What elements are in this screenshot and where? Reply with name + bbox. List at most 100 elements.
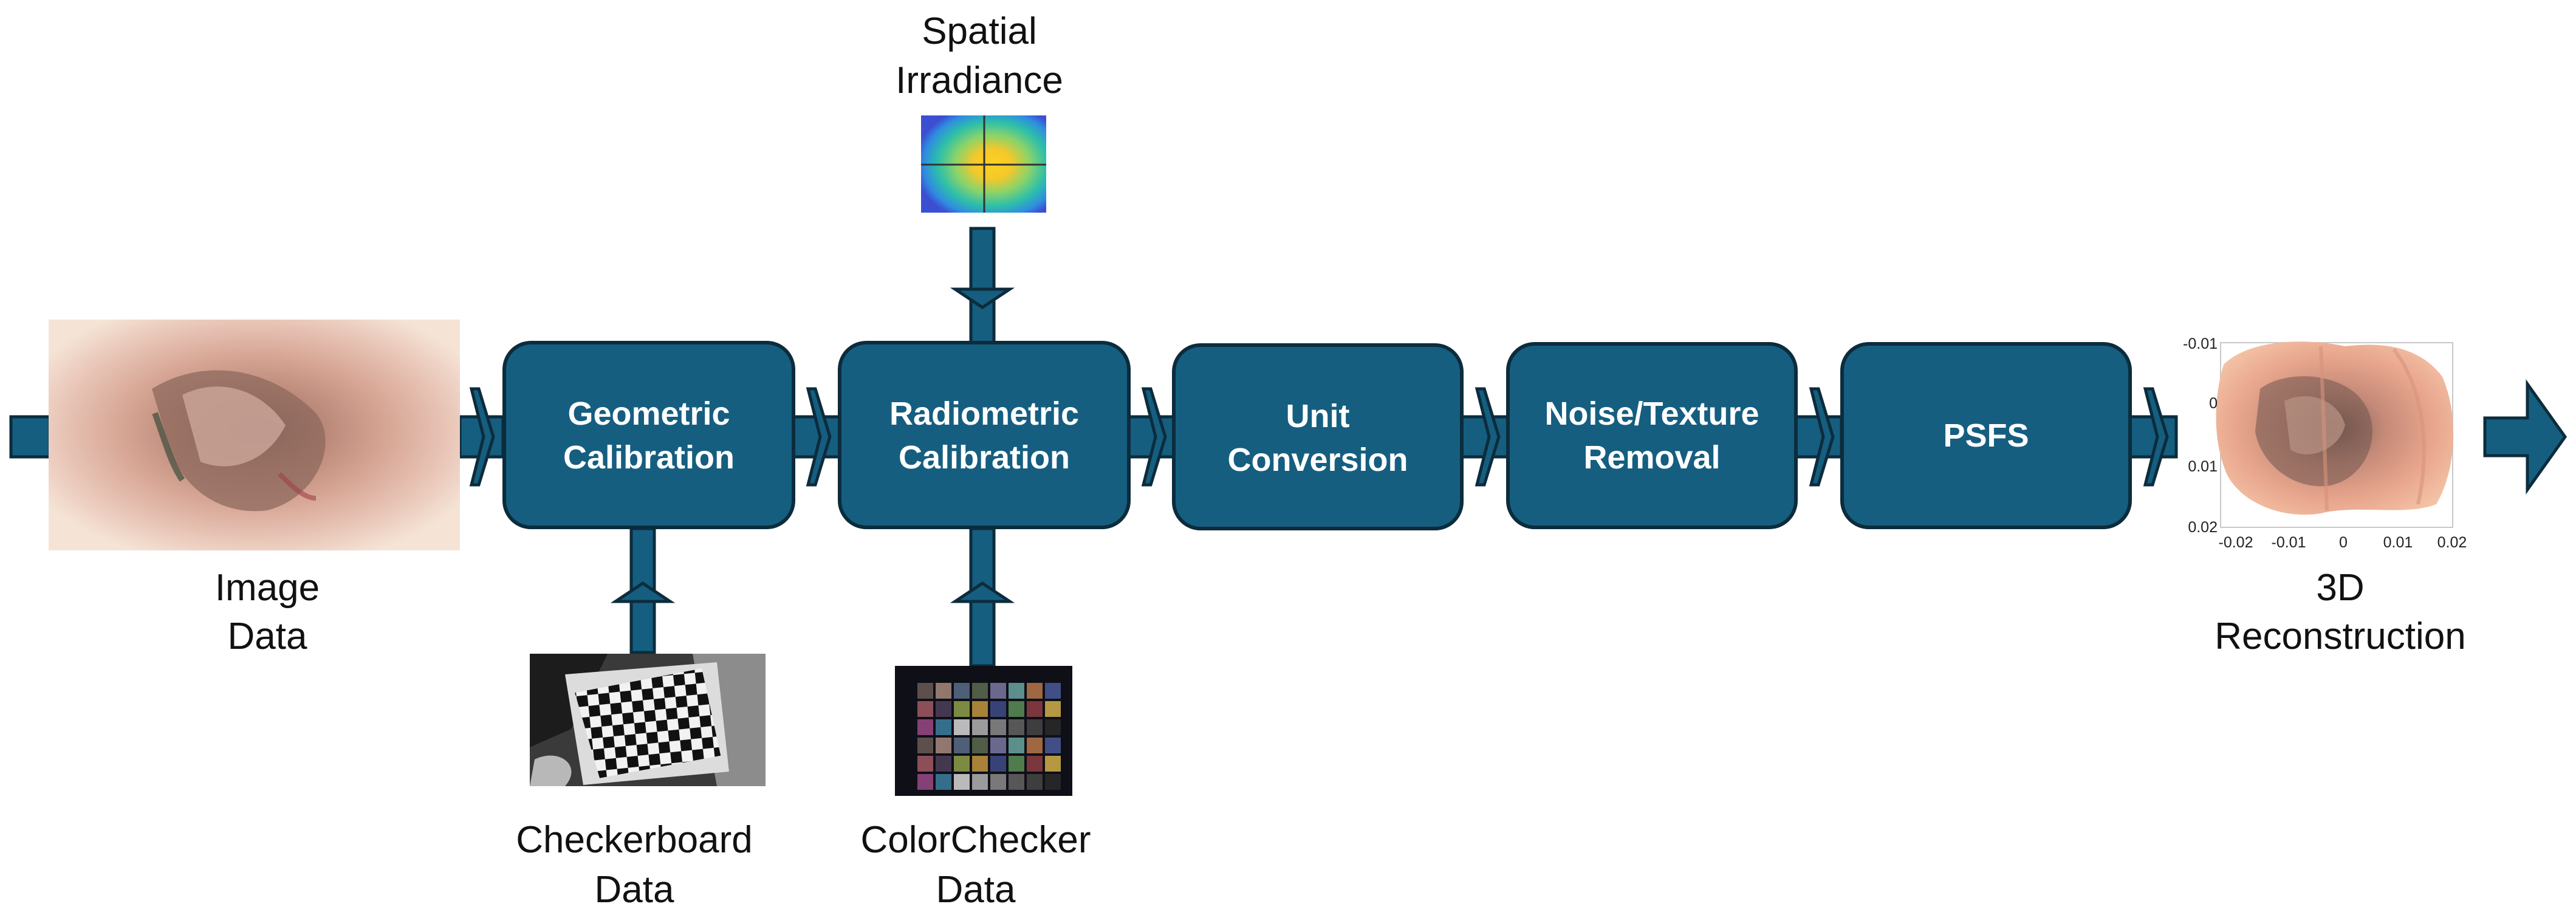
colorchecker-patch-grid [917, 683, 1061, 790]
checkerboard-photo [530, 654, 766, 786]
colorchecker-patch [990, 738, 1006, 753]
block-psfs: PSFS [1840, 342, 2132, 529]
colorchecker-patch [936, 719, 951, 735]
colorchecker-photo [895, 666, 1072, 796]
x-tick-label: -0.02 [2219, 534, 2253, 551]
y-tick-label: 0 [2209, 395, 2218, 412]
colorchecker-patch [1045, 719, 1061, 735]
checkerboard-label-line1: Checkerboard [516, 819, 752, 861]
colorchecker-patch [1027, 719, 1043, 735]
reconstruction-plot [2216, 341, 2454, 528]
colorchecker-patch [990, 774, 1006, 790]
colorchecker-patch [936, 683, 951, 699]
block-label-line1: Unit [1286, 398, 1350, 434]
colorchecker-patch [990, 683, 1006, 699]
colorchecker-patch [1027, 756, 1043, 772]
colorchecker-patch [917, 719, 933, 735]
colorchecker-patch [1009, 701, 1024, 717]
colorchecker-patch [1027, 774, 1043, 790]
x-tick-label: -0.01 [2272, 534, 2306, 551]
block-label-line1: Geometric [567, 396, 730, 432]
colorchecker-patch [917, 774, 933, 790]
colorchecker-patch [972, 719, 988, 735]
block-label-line2: Calibration [563, 439, 735, 476]
colorchecker-label-line2: Data [936, 869, 1016, 911]
colorchecker-patch [936, 738, 951, 753]
colorchecker-patch [990, 701, 1006, 717]
block-radiometric-calibration: Radiometric Calibration [838, 341, 1131, 529]
colorchecker-patch [954, 701, 970, 717]
colorchecker-patch [954, 738, 970, 753]
colorchecker-patch [990, 756, 1006, 772]
colorchecker-patch [1009, 756, 1024, 772]
colorchecker-patch [936, 774, 951, 790]
reconstruction-x-axis-ticks: -0.02 -0.01 0 0.01 0.02 [2219, 534, 2467, 551]
block-noise-texture-removal: Noise/Texture Removal [1506, 342, 1798, 529]
flow-chevrons [469, 387, 2169, 487]
colorchecker-patch [954, 683, 970, 699]
y-tick-label: 0.02 [2188, 519, 2218, 536]
colorchecker-patch [972, 774, 988, 790]
pipe-segment-start [9, 415, 52, 459]
block-geometric-calibration: Geometric Calibration [502, 341, 795, 529]
up-arrow-icon [610, 581, 676, 603]
chevron-right-icon [1141, 387, 1167, 487]
y-tick-label: 0.01 [2188, 458, 2218, 475]
colorchecker-patch [1009, 774, 1024, 790]
colorchecker-patch [917, 738, 933, 753]
reconstruction-output: -0.01 0 0.01 0.02 -0.02 -0.01 0 0.01 0.0… [2183, 335, 2467, 657]
checkerboard-label-line2: Data [595, 869, 674, 911]
colorchecker-input: ColorChecker Data [860, 666, 1091, 911]
colorchecker-patch [1009, 683, 1024, 699]
image-data-label-line1: Image [215, 567, 320, 609]
spatial-irradiance-label-line2: Irradiance [896, 60, 1063, 101]
colorchecker-patch [1045, 774, 1061, 790]
colorchecker-patch [1045, 701, 1061, 717]
feed-pipes [610, 227, 1015, 668]
x-tick-label: 0.01 [2383, 534, 2413, 551]
colorchecker-patch [972, 756, 988, 772]
chevron-right-icon [2143, 387, 2169, 487]
up-arrow-icon [950, 581, 1015, 603]
colorchecker-patch [1027, 683, 1043, 699]
colorchecker-patch [917, 683, 933, 699]
colorchecker-label-line1: ColorChecker [860, 819, 1091, 861]
pipe-spatial-to-radiometric [969, 227, 996, 347]
checkerboard-input: Checkerboard Data [516, 654, 766, 911]
colorchecker-patch [972, 738, 988, 753]
colorchecker-patch [954, 719, 970, 735]
block-unit-conversion: Unit Conversion [1172, 343, 1464, 530]
x-tick-label: 0.02 [2437, 534, 2467, 551]
down-arrow-icon [950, 287, 1015, 310]
block-label-line2: Removal [1583, 439, 1720, 476]
colorchecker-patch [936, 756, 951, 772]
image-data-input: Image Data [49, 320, 460, 657]
colorchecker-patch [954, 774, 970, 790]
spatial-irradiance-input: Spatial Irradiance [896, 10, 1063, 213]
colorchecker-patch [936, 701, 951, 717]
colorchecker-patch [1045, 738, 1061, 753]
reconstruction-label-line1: 3D [2316, 567, 2364, 609]
reconstruction-label-line2: Reconstruction [2215, 615, 2466, 657]
colorchecker-patch [917, 701, 933, 717]
colorchecker-patch [1045, 683, 1061, 699]
chevron-right-icon [469, 387, 495, 487]
y-tick-label: -0.01 [2183, 335, 2218, 352]
colorchecker-patch [954, 756, 970, 772]
image-data-label-line2: Data [228, 615, 307, 657]
x-tick-label: 0 [2339, 534, 2348, 551]
colorchecker-patch [1027, 701, 1043, 717]
colorchecker-patch [1045, 756, 1061, 772]
colorchecker-patch [990, 719, 1006, 735]
block-label-line1: PSFS [1943, 417, 2029, 454]
colorchecker-patch [972, 701, 988, 717]
block-label-line1: Radiometric [889, 396, 1079, 432]
reconstruction-y-axis-ticks: -0.01 0 0.01 0.02 [2183, 335, 2218, 536]
chevron-right-icon [1475, 387, 1501, 487]
chevron-right-icon [806, 387, 832, 487]
irradiance-heatmap [921, 115, 1046, 213]
chevron-right-icon [1809, 387, 1835, 487]
block-label-line2: Conversion [1227, 442, 1408, 478]
spatial-irradiance-label-line1: Spatial [922, 10, 1037, 52]
